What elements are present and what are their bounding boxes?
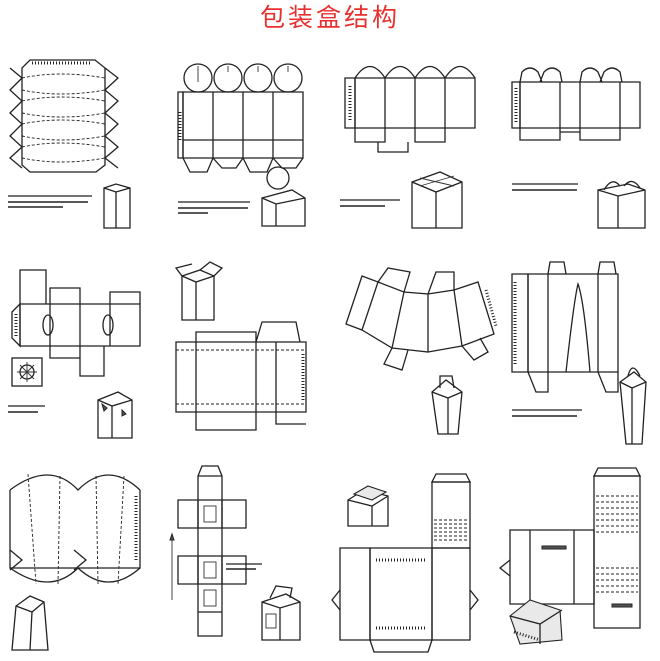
panel-round-top-tab-box — [177, 63, 306, 227]
panel-hinged-lid-carton — [498, 467, 642, 645]
panel-tuck-end-carton — [174, 261, 307, 431]
panel-scalloped-lid-box — [340, 65, 476, 229]
panel-tall-window-column — [169, 465, 301, 641]
panel-fan-wrap-box — [345, 267, 498, 435]
panel-handle-carry-box — [511, 67, 646, 229]
panel-pillow-pouch — [9, 473, 141, 651]
panel-window-display-box — [8, 269, 141, 439]
panel-hinged-lid-case — [331, 473, 479, 653]
panel-tapered-pouch-box — [511, 261, 647, 445]
panel-pillow-box-chain — [8, 59, 131, 229]
page-title: 包装盒结构 — [259, 3, 400, 32]
